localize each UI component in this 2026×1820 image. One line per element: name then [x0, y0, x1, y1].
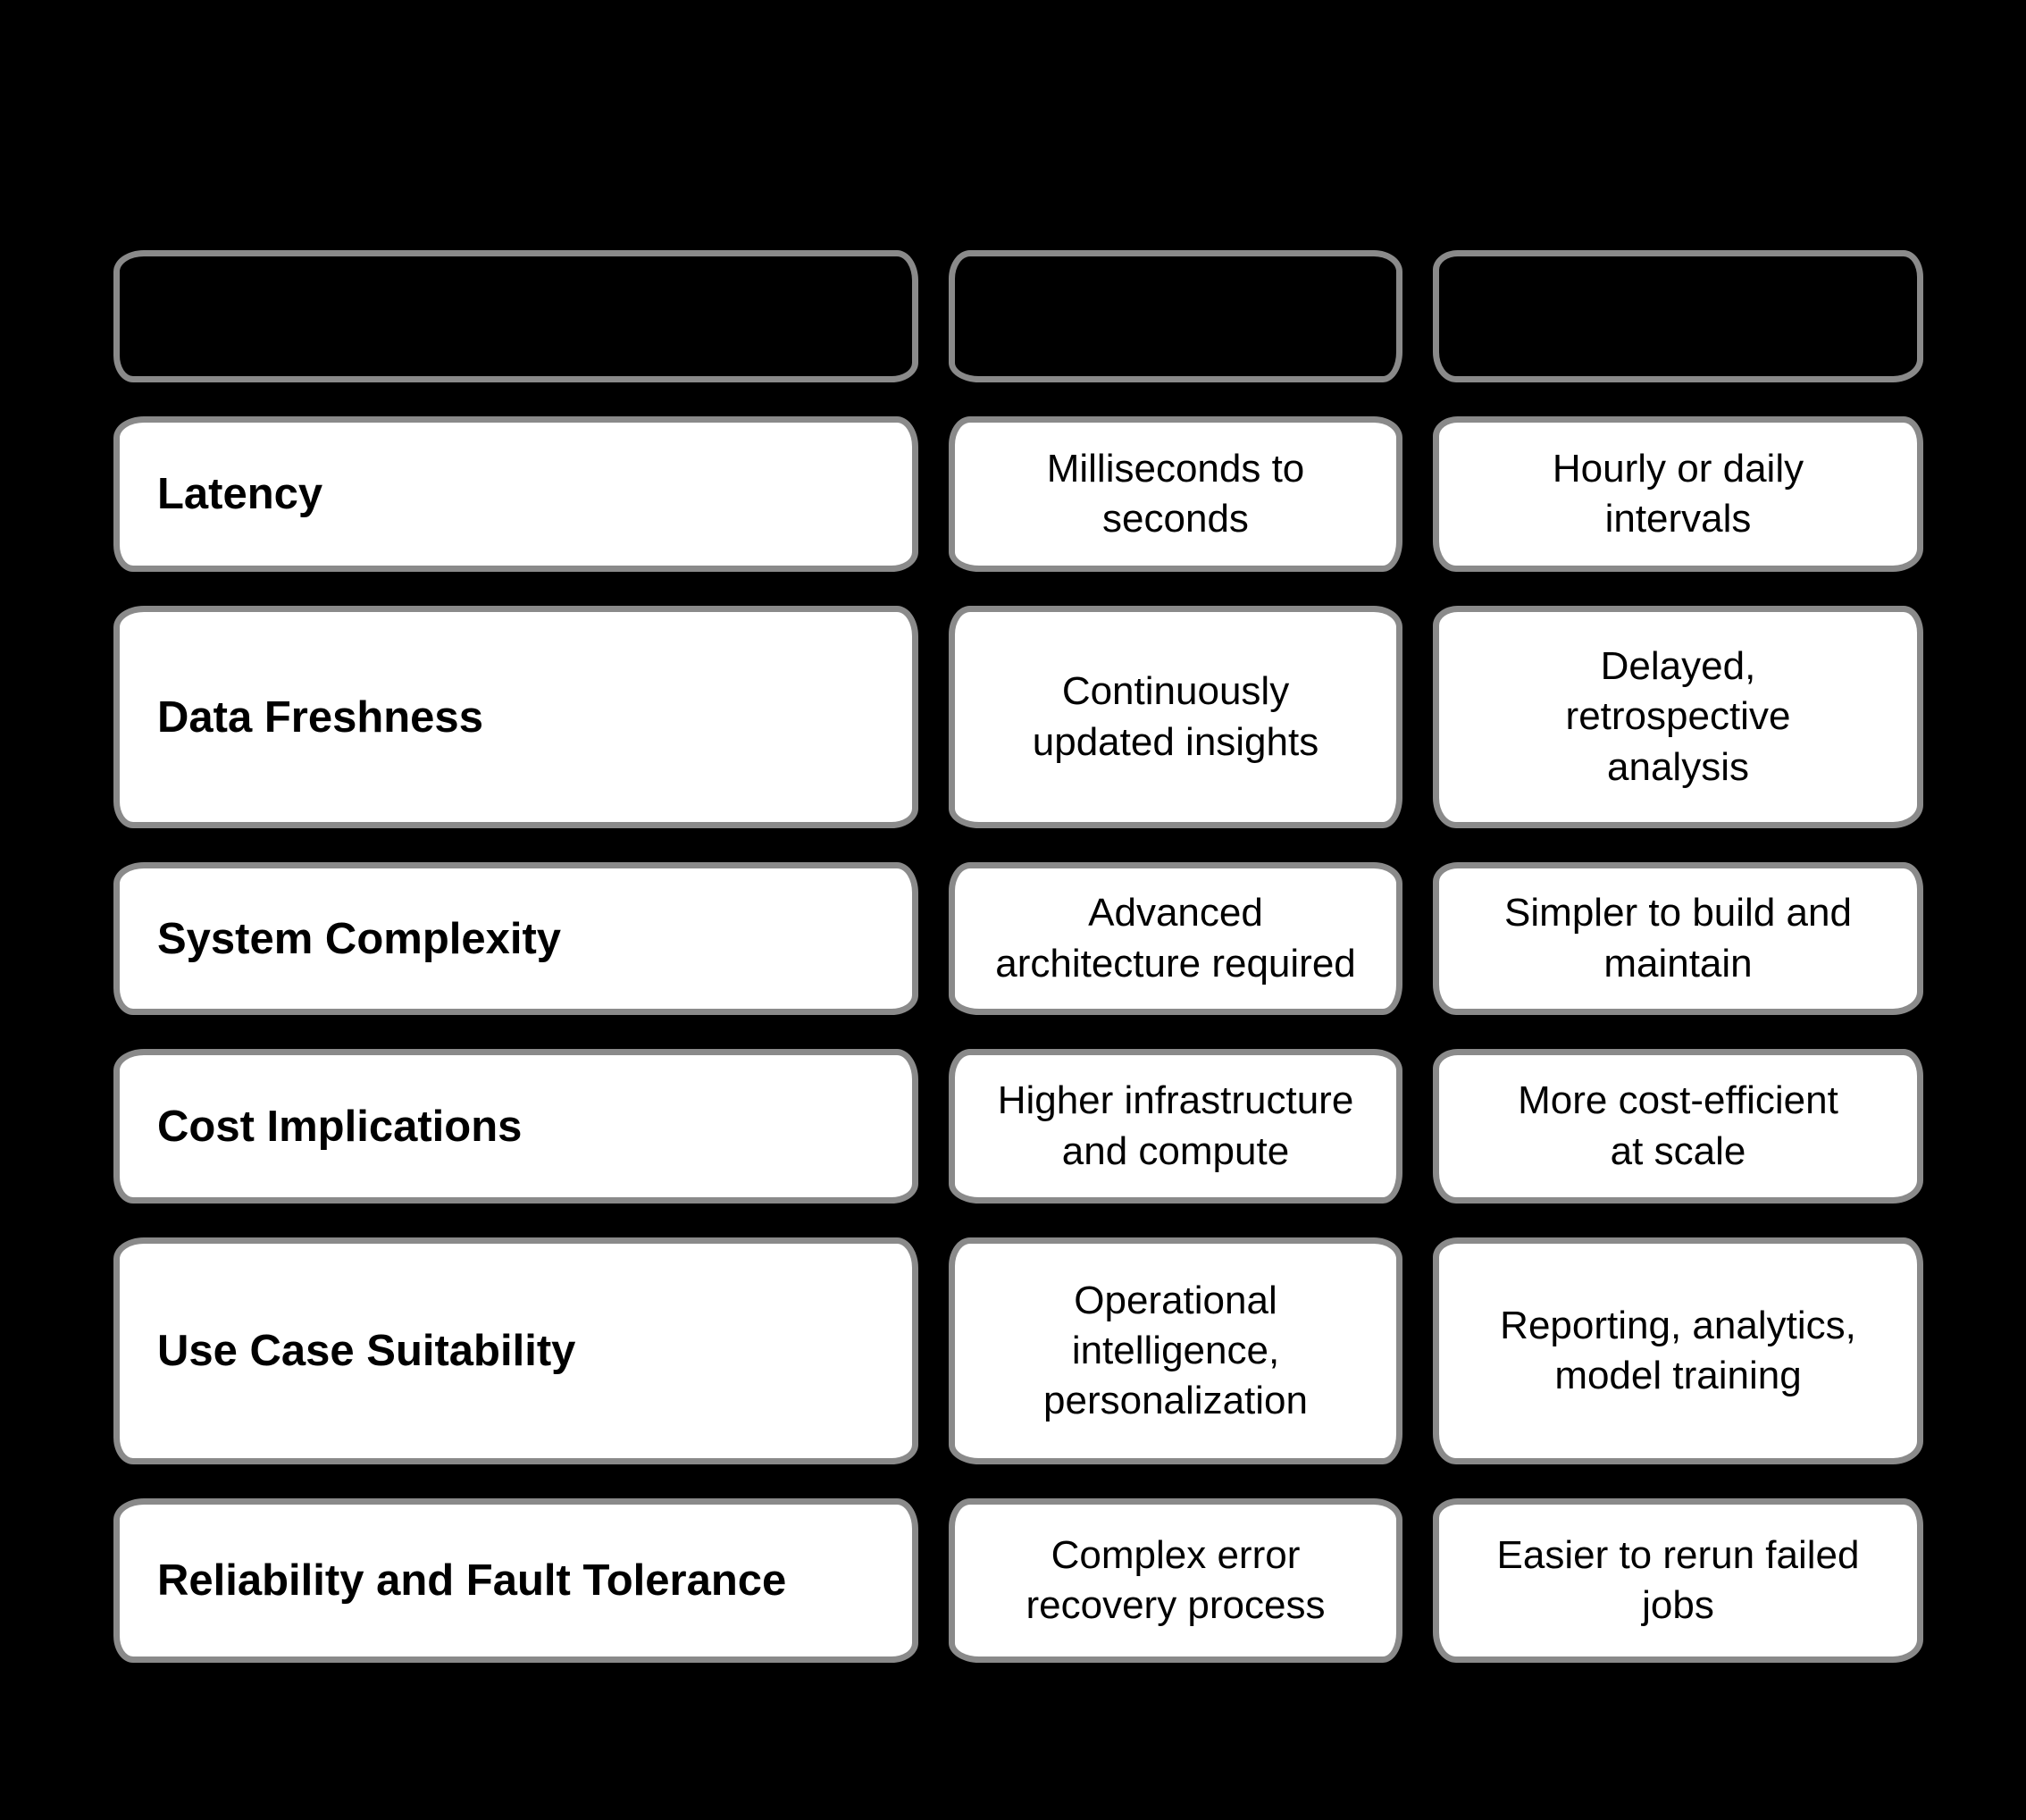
row-label-use-case-suitability: Use Case Suitability: [113, 1237, 918, 1464]
row-label-data-freshness: Data Freshness: [113, 606, 918, 828]
comparison-table: Latency Milliseconds to seconds Hourly o…: [113, 250, 1923, 1663]
latency-value-col3: Hourly or daily intervals: [1433, 416, 1923, 572]
system-complexity-value-col2: Advanced architecture required: [949, 862, 1402, 1015]
row-label-cost-implications: Cost Implications: [113, 1049, 918, 1204]
header-cell-column-2: [949, 250, 1402, 382]
data-freshness-value-col3: Delayed, retrospective analysis: [1433, 606, 1923, 828]
cost-implications-value-col3: More cost-efficient at scale: [1433, 1049, 1923, 1204]
cost-implications-value-col2: Higher infrastructure and compute: [949, 1049, 1402, 1204]
row-label-reliability-fault-tolerance: Reliability and Fault Tolerance: [113, 1498, 918, 1663]
reliability-value-col2: Complex error recovery process: [949, 1498, 1402, 1663]
row-label-latency: Latency: [113, 416, 918, 572]
use-case-suitability-value-col3: Reporting, analytics, model training: [1433, 1237, 1923, 1464]
row-label-system-complexity: System Complexity: [113, 862, 918, 1015]
reliability-value-col3: Easier to rerun failed jobs: [1433, 1498, 1923, 1663]
header-cell-feature: [113, 250, 918, 382]
data-freshness-value-col2: Continuously updated insights: [949, 606, 1402, 828]
use-case-suitability-value-col2: Operational intelligence, personalizatio…: [949, 1237, 1402, 1464]
system-complexity-value-col3: Simpler to build and maintain: [1433, 862, 1923, 1015]
latency-value-col2: Milliseconds to seconds: [949, 416, 1402, 572]
header-cell-column-3: [1433, 250, 1923, 382]
